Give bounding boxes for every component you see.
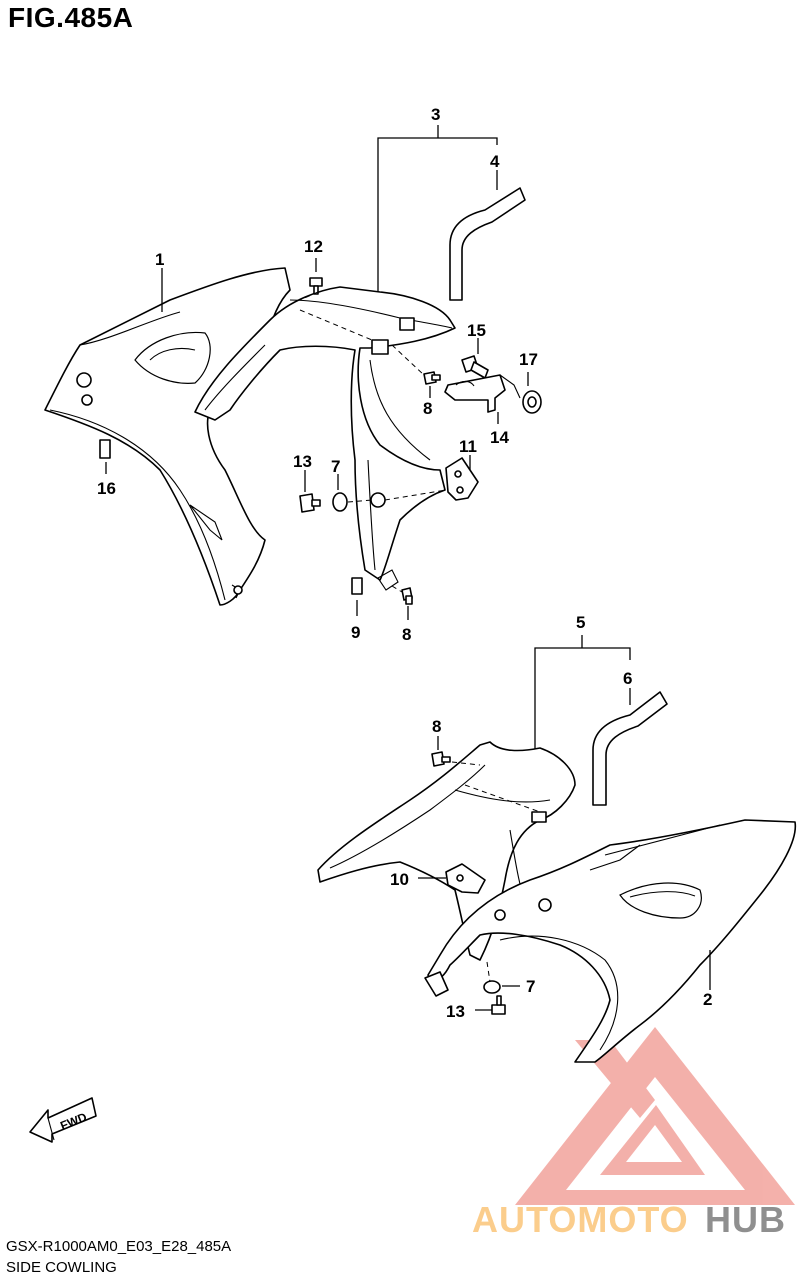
screw-part-12 bbox=[309, 258, 323, 295]
screw-part-8-mid bbox=[401, 587, 413, 620]
tube-part-4 bbox=[449, 187, 526, 301]
callout-17: 17 bbox=[519, 350, 538, 369]
side-cowling-left-part-1 bbox=[44, 267, 291, 606]
callout-7-upper: 7 bbox=[331, 457, 340, 476]
callout-6: 6 bbox=[623, 669, 632, 688]
screw-part-8-upper bbox=[423, 371, 441, 398]
callout-4: 4 bbox=[490, 152, 500, 171]
callout-16: 16 bbox=[97, 479, 116, 498]
callout-2: 2 bbox=[703, 990, 712, 1009]
bolt-part-15 bbox=[461, 338, 489, 379]
callout-13-upper: 13 bbox=[293, 452, 312, 471]
callout-13-lower: 13 bbox=[446, 1002, 465, 1021]
bolt-part-13-lower bbox=[475, 995, 506, 1015]
callout-12: 12 bbox=[304, 237, 323, 256]
watermark-logo bbox=[515, 1027, 795, 1205]
figure-title: FIG.485A bbox=[8, 2, 134, 33]
grommet-part-17 bbox=[522, 372, 542, 414]
watermark-text-automoto: AUTOMOTO bbox=[472, 1199, 689, 1240]
clip-part-9 bbox=[351, 577, 363, 616]
callout-11: 11 bbox=[459, 437, 477, 456]
side-cowling-right-part-2 bbox=[427, 819, 797, 1063]
diagram-caption: SIDE COWLING bbox=[6, 1259, 117, 1276]
bracket-part-11 bbox=[445, 455, 479, 501]
fwd-direction-arrow bbox=[29, 1097, 97, 1143]
callout-5: 5 bbox=[576, 613, 585, 632]
tube-part-6 bbox=[592, 691, 668, 806]
inner-panel-part-3 bbox=[194, 286, 456, 591]
bolt-part-13-upper bbox=[299, 470, 321, 513]
callout-1: 1 bbox=[155, 250, 164, 269]
callout-7-lower: 7 bbox=[526, 977, 535, 996]
inner-panel-part-5 bbox=[317, 741, 576, 961]
callout-9: 9 bbox=[351, 623, 360, 642]
callout-15: 15 bbox=[467, 321, 486, 340]
bracket-part-10 bbox=[418, 863, 486, 894]
clip-part-16 bbox=[99, 439, 111, 474]
grommet-part-7-lower bbox=[483, 980, 520, 994]
callout-3: 3 bbox=[431, 105, 440, 124]
diagram-code: GSX-R1000AM0_E03_E28_485A bbox=[6, 1238, 232, 1255]
callout-8-mid: 8 bbox=[402, 625, 411, 644]
grommet-part-7-upper bbox=[332, 474, 348, 512]
bracket-part-14 bbox=[444, 374, 521, 424]
screw-part-8-lower bbox=[431, 736, 451, 767]
watermark-text-hub: HUB bbox=[705, 1199, 786, 1240]
callout-10: 10 bbox=[390, 870, 409, 889]
callout-14: 14 bbox=[490, 428, 509, 447]
callout-8-lower: 8 bbox=[432, 717, 441, 736]
callout-8-upper: 8 bbox=[423, 399, 432, 418]
